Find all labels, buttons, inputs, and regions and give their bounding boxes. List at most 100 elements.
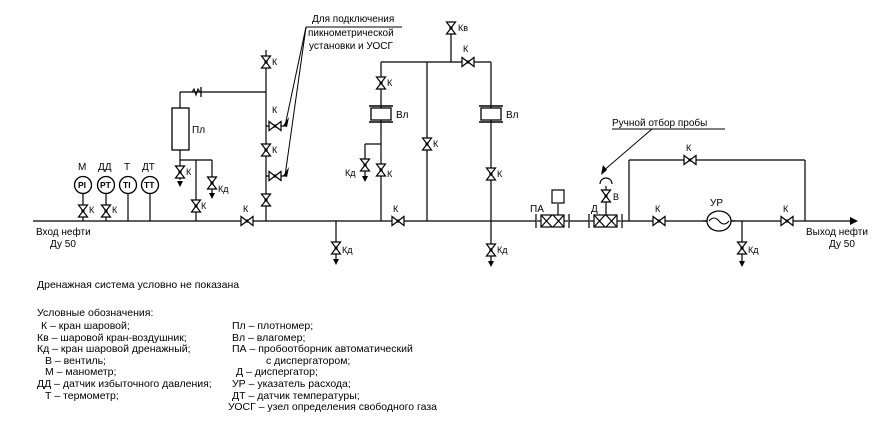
drain-arrow-icon [488, 261, 494, 267]
pressure-sensor-icon [96, 175, 116, 195]
valve-k-label: К [497, 169, 503, 179]
outlet-label: Выход нефти [806, 226, 868, 238]
legend-item: УР – указатель расхода; [232, 377, 351, 390]
valve-kd-label: Кд [342, 245, 353, 255]
outlet-arrow [850, 217, 858, 225]
legend-item: Пл – плотномер; [232, 320, 314, 332]
valve-k-label: К [89, 205, 95, 215]
connect-note-line2: пикнометрической [308, 28, 394, 39]
disperser-label: Д [591, 204, 598, 215]
valve-v-label: В [613, 192, 619, 202]
leader-arrow-icon [601, 165, 607, 175]
pl-drain-valve-icon [174, 165, 186, 179]
top-valve-icon [461, 56, 475, 68]
legend-item: Кд – кран шаровой дренажный; [37, 343, 191, 356]
valve-k-label: К [655, 204, 661, 214]
bypass-riser [426, 30, 491, 221]
valve-k-label: К [686, 143, 692, 153]
inlet-label: Вход нефти [36, 226, 91, 238]
moisture-meter-icon [370, 107, 392, 121]
drain-arrow-icon [333, 259, 339, 265]
gauge-m-valve-icon [77, 204, 89, 218]
drain-arrow-icon [209, 193, 215, 199]
vl2-drain-valve-icon [485, 243, 497, 257]
gauge-m-label: М [78, 162, 86, 173]
main-valve-icon [391, 215, 405, 227]
loop-valve-icon [683, 154, 697, 166]
valve-k-label: К [433, 139, 439, 149]
riser-low-valve-icon [260, 193, 272, 207]
loop-drain-valve-icon [736, 241, 748, 255]
vl1-top-valve-icon [375, 76, 387, 90]
moisture-meter-label: Вл [396, 110, 409, 121]
valve-kd-label: Кд [345, 168, 356, 178]
main-valve-icon [780, 215, 794, 227]
connect-note-line1: Для подключения [312, 14, 394, 25]
connection-leader [284, 26, 402, 177]
sample-valve-icon [600, 189, 612, 203]
valve-k-label: К [243, 204, 249, 214]
valve-k-label: К [387, 169, 393, 179]
legend-item: Кв – шаровой кран-воздушник; [37, 331, 187, 344]
manual-sample-label: Ручной отбор пробы [612, 117, 707, 129]
drain-arrow-icon [739, 261, 745, 267]
gauge-tt-text: TT [144, 180, 155, 190]
moisture-meter-icon [480, 107, 502, 121]
sample-tap-icon [599, 177, 613, 185]
leader-arrow-icon [283, 117, 289, 127]
gauge-dt-label: ДТ [142, 162, 155, 173]
legend-item: ПА – пробоотборник автоматический [232, 343, 413, 356]
legend-item: Д – диспергатор; [236, 366, 318, 379]
main-valve-icon [240, 215, 254, 227]
legend-right-column: Пл – плотномер; Вл – влагомер; ПА – проб… [228, 320, 438, 414]
legend-item: Т – термометр; [45, 389, 119, 402]
riser-mid-valve-icon [260, 143, 272, 157]
drainage-note: Дренажная система условно не показана [37, 279, 240, 291]
gauge-pt-text: PT [100, 180, 112, 190]
sampler-unit [535, 189, 570, 228]
valve-k-label: К [201, 201, 207, 211]
valve-k-label: К [272, 145, 278, 155]
legend-item: с диспергатором; [266, 354, 351, 367]
bypass-valve-icon [421, 137, 433, 151]
valve-k-label: К [186, 167, 192, 177]
legend-item: М – манометр; [45, 366, 117, 379]
gauge-ti-text: TI [123, 180, 131, 190]
valve-k-label: К [112, 205, 118, 215]
valve-kv-label: Кв [458, 23, 468, 33]
sampler-label: ПА [530, 204, 544, 215]
flow-indicator-label: УР [710, 198, 723, 209]
pycno-valve-icon [268, 120, 282, 132]
leader-arrow-icon [283, 167, 289, 177]
gauge-t-label: Т [124, 162, 130, 173]
valve-k-label: К [463, 44, 469, 54]
moisture-meter-label: Вл [506, 110, 519, 121]
main-drain-valve-icon [330, 241, 342, 255]
flow-loop [628, 159, 806, 262]
air-vent-valve-icon [445, 21, 457, 35]
gauge-pi-text: PI [78, 180, 86, 190]
valve-k-label: К [393, 204, 399, 214]
pl-kd-valve-icon [206, 176, 218, 190]
legend-item: В – вентиль; [45, 354, 106, 367]
connect-note-line3: установки и УОСГ [309, 41, 393, 52]
thermometer-icon [118, 175, 138, 195]
pycno-valve-icon [268, 170, 282, 182]
flex-joint-icon [191, 87, 201, 97]
moisture-meter-1-branch [364, 61, 427, 221]
riser-top-valve-icon [260, 55, 272, 69]
valve-kd-label: Кд [218, 184, 229, 194]
valve-kd-label: Кд [497, 245, 508, 255]
legend-item: К – кран шаровой; [41, 320, 130, 332]
valve-kd-label: Кд [748, 245, 759, 255]
gauge-dd-label: ДД [98, 162, 112, 173]
legend-left-column: К – кран шаровой; Кв – шаровой кран-возд… [37, 320, 212, 402]
sample-leader [601, 128, 653, 173]
temp-sensor-icon [140, 175, 160, 195]
vl1-drain-valve-icon [359, 158, 371, 172]
inlet-dn-label: Ду 50 [50, 239, 76, 250]
drain-arrow-icon [362, 176, 368, 182]
legend-item: ДД – датчик избыточного давления; [37, 377, 212, 390]
legend-item: УОСГ – узел определения свободного газа [228, 401, 438, 414]
